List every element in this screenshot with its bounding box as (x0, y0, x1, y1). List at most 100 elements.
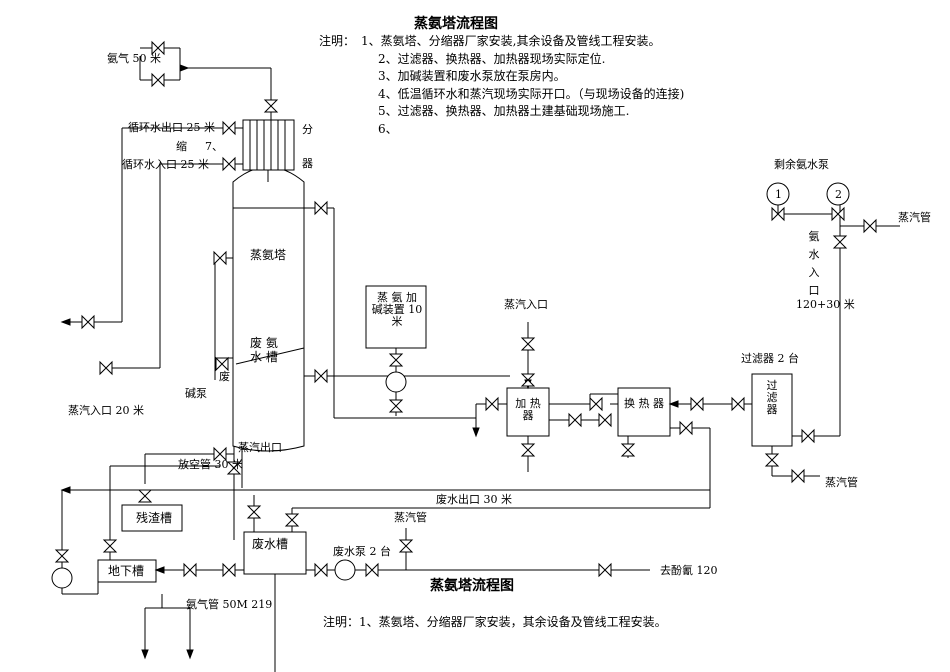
valve-icon (222, 562, 236, 578)
label-seven: 7、 (205, 140, 223, 153)
label-underground-tank: 地下槽 (108, 564, 145, 578)
valve-icon (388, 399, 404, 413)
label-fei: 废 (219, 370, 230, 383)
valve-icon (151, 72, 165, 88)
label-cooling-in: 循环水入口 25 米 (122, 158, 209, 171)
valve-icon (520, 373, 536, 387)
valve-icon (54, 549, 70, 563)
label-alkali-unit: 蒸 氨 加 碱装置 10 米 (371, 291, 423, 328)
label-tower: 蒸氨塔 (250, 248, 287, 262)
ammonia-stripping-tower (232, 166, 305, 452)
label-ammonia-pipe: 氨气管 50M 219 (186, 598, 273, 611)
valve-icon (568, 412, 582, 428)
label-exchanger: 换 热 器 (624, 397, 664, 410)
heat-exchanger-equipment (589, 387, 752, 508)
label-waste-tank: 废水槽 (252, 537, 289, 551)
valve-icon (620, 443, 636, 457)
note-item-6: 6、 (378, 122, 398, 136)
valve-icon (102, 539, 118, 553)
valve-icon (764, 453, 780, 467)
label-condenser-suo: 缩 (176, 140, 187, 153)
valve-icon (589, 396, 603, 412)
label-heater: 加 热 器 (515, 397, 541, 422)
tank-divider-line (235, 347, 305, 365)
label-alkali-pump: 碱泵 (185, 387, 207, 400)
valve-icon (388, 353, 404, 367)
valve-icon (832, 235, 848, 249)
partial-condenser (242, 119, 295, 182)
valve-icon (222, 156, 236, 172)
valve-icon (213, 250, 227, 266)
label-steam-in-20: 蒸汽入口 20 米 (68, 404, 144, 417)
label-condenser-fen: 分 (302, 123, 313, 136)
heater-equipment (472, 322, 610, 472)
label-pump-1: 1 (775, 188, 782, 201)
valve-icon (284, 513, 300, 527)
valve-icon (791, 468, 805, 484)
valve-icon (314, 200, 328, 216)
valve-icon (137, 489, 153, 503)
label-steam-pipe-right: 蒸汽管 (898, 211, 931, 224)
label-waste-tank-1: 废 氨 (250, 336, 278, 350)
valve-icon (314, 368, 328, 384)
valve-icon (679, 420, 693, 436)
label-steam-pipe-mid: 蒸汽管 (394, 511, 427, 524)
residual-ammonia-pumps (766, 182, 900, 227)
note-item-4: 4、低温循环水和蒸汽现场实际开口。（与现场设备的连接) (378, 87, 685, 101)
valves (54, 40, 877, 578)
tower-right-lines (214, 207, 510, 419)
valve-icon (314, 562, 328, 578)
valve-icon (731, 396, 745, 412)
valve-icon (215, 356, 229, 372)
title-top: 蒸氨塔流程图 (414, 16, 498, 32)
note-item-3: 3、加碱装置和废水泵放在泵房内。 (378, 69, 566, 83)
valve-icon (81, 314, 95, 330)
valve-icon (690, 396, 704, 412)
label-condenser-qi: 器 (302, 157, 313, 170)
note-item-5: 5、过滤器、换热器、加热器土建基础现场施工. (378, 104, 630, 118)
valve-icon (213, 446, 227, 462)
valve-icon (226, 461, 242, 475)
label-pump-2: 2 (835, 188, 842, 201)
valve-icon (99, 360, 113, 376)
label-steam-inlet: 蒸汽入口 (504, 298, 548, 311)
label-ammonia-gas: 氨气 50 米 (107, 52, 161, 65)
label-vent-pipe: 放空管 30 米 (178, 458, 243, 471)
valve-icon (183, 562, 197, 578)
valve-icon (222, 120, 236, 136)
label-waste-tank-2: 水 槽 (250, 350, 278, 364)
valve-icon (485, 396, 499, 412)
label-steam-out: 蒸汽出口 (238, 441, 282, 454)
valve-icon (520, 443, 536, 457)
label-ammonia-water-inlet: 氨水入口 (808, 230, 820, 297)
notes-lead: 注明： (319, 34, 356, 48)
label-filter: 过 滤 器 (766, 379, 778, 416)
valve-icon (831, 206, 845, 222)
valve-icon (246, 505, 262, 519)
valve-icon (863, 218, 877, 234)
valve-icon (263, 99, 279, 113)
bottom-note: 注明：1、蒸氨塔、分缩器厂家安装，其余设备及管线工程安装。 (323, 615, 667, 629)
note-item-2: 2、过滤器、换热器、加热器现场实际定位. (378, 52, 606, 66)
label-to-phenol: 去酚氰 120 (660, 564, 718, 577)
label-waste-water-out: 废水出口 30 米 (436, 493, 512, 506)
valve-icon (598, 412, 612, 428)
waste-water-system (51, 446, 710, 672)
valve-icon (520, 337, 536, 351)
valve-icon (771, 206, 785, 222)
label-waste-pump: 废水泵 2 台 (333, 545, 391, 558)
valve-icon (365, 562, 379, 578)
filter-equipment (751, 200, 841, 477)
valve-icon (398, 539, 414, 553)
note-item-1: 1、蒸氨塔、分缩器厂家安装,其余设备及管线工程安装。 (361, 34, 661, 48)
valve-icon (151, 40, 165, 56)
label-inlet-length: 120+30 米 (796, 298, 855, 311)
alkali-pump-circle (385, 371, 407, 393)
label-filter-count: 过滤器 2 台 (741, 352, 799, 365)
valve-icon (598, 562, 612, 578)
valve-icon (801, 428, 815, 444)
label-steam-pipe-lower: 蒸汽管 (825, 476, 858, 489)
title-bottom: 蒸氨塔流程图 (430, 578, 514, 594)
